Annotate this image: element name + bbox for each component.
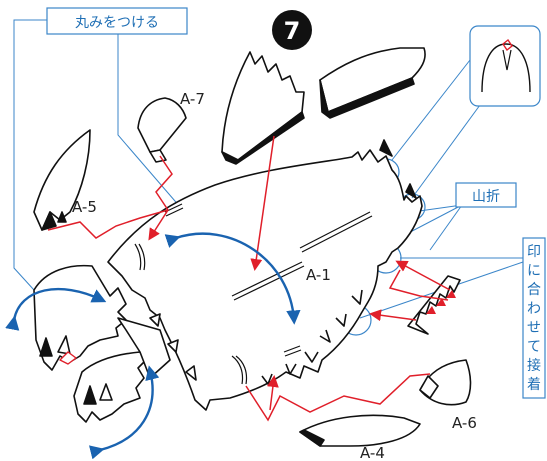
align-note: 印 に 合 わ せ て 接 着 <box>522 237 546 399</box>
mountain-fold-note: 山折 <box>455 182 517 208</box>
part-flap-piece <box>319 47 426 119</box>
rounding-note: 丸みをつける <box>46 7 188 35</box>
align-char: 接 <box>527 357 541 374</box>
label-a6: A-6 <box>452 414 477 432</box>
label-a7: A-7 <box>180 90 205 108</box>
rounding-arrows <box>5 232 301 460</box>
slot-marks <box>134 243 248 385</box>
label-a1: A-1 <box>306 266 331 284</box>
part-a4 <box>299 414 421 447</box>
label-a4: A-4 <box>360 444 385 461</box>
part-tooth-strip <box>407 275 461 335</box>
rounding-note-text: 丸みをつける <box>75 15 159 31</box>
align-char: せ <box>527 320 541 336</box>
align-char: 合 <box>527 282 541 298</box>
align-char: 印 <box>527 244 541 260</box>
align-char: に <box>527 263 541 279</box>
align-char: て <box>527 339 541 355</box>
label-a5: A-5 <box>72 198 97 216</box>
part-a7 <box>137 97 187 163</box>
part-a6 <box>419 359 472 406</box>
align-char: わ <box>527 301 541 317</box>
part-jaw-piece <box>221 51 305 165</box>
part-head-upper <box>33 264 127 371</box>
align-char: 着 <box>527 377 541 393</box>
zoom-detail-box <box>469 25 541 107</box>
step-number: 7 <box>284 17 301 45</box>
step-badge: 7 <box>272 10 312 50</box>
part-a5 <box>33 129 91 231</box>
mountain-fold-note-text: 山折 <box>472 189 500 205</box>
